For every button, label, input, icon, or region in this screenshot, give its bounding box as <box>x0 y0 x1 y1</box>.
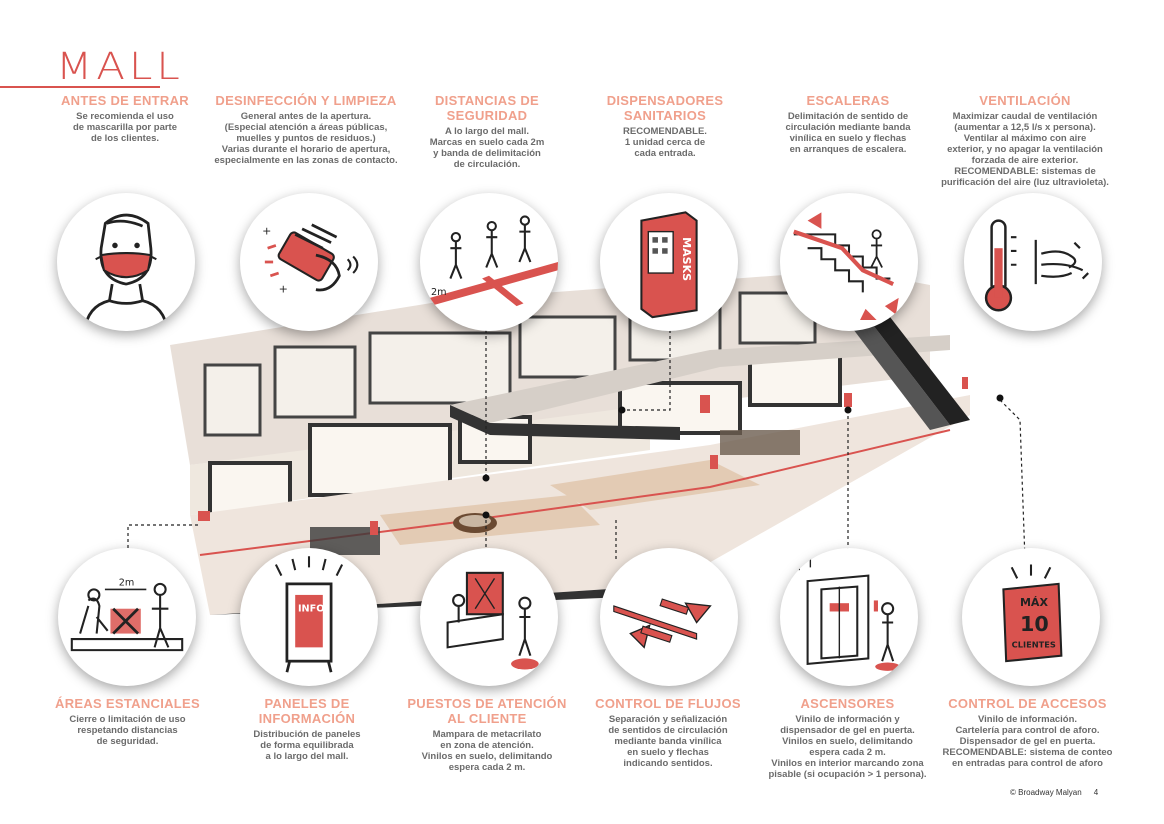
block-control-accesos: CONTROL DE ACCESOS Vinilo de información… <box>940 696 1115 769</box>
block-desinfeccion: DESINFECCIÓN Y LIMPIEZA General antes de… <box>200 93 412 166</box>
block-distancias: DISTANCIAS DE SEGURIDAD A lo largo del m… <box>412 93 562 170</box>
heading-ascensores: ASCENSORES <box>800 696 895 711</box>
svg-text:MÁX: MÁX <box>1020 596 1049 609</box>
block-paneles: PANELES DE INFORMACIÓN Distribución de p… <box>232 696 382 762</box>
thermometer-airflow-icon <box>964 193 1102 331</box>
text-ascensores: Vinilo de información y dispensador de g… <box>768 714 927 780</box>
elevator-icon <box>780 548 918 686</box>
credit: © Broadway Malyan <box>1010 788 1082 797</box>
service-desk-icon <box>420 548 558 686</box>
text-control-flujos: Separación y señalización de sentidos de… <box>608 714 728 769</box>
face-mask-icon <box>57 193 195 331</box>
block-puestos-atencion: PUESTOS DE ATENCIÓN AL CLIENTE Mampara d… <box>402 696 572 773</box>
text-desinfeccion: General antes de la apertura. (Especial … <box>214 111 398 166</box>
block-ventilacion: VENTILACIÓN Maximizar caudal de ventilac… <box>930 93 1120 188</box>
distance-people-icon: 2m <box>420 193 558 331</box>
capacity-sign-icon: MÁX 10 CLIENTES <box>962 548 1100 686</box>
heading-areas-estanciales: ÁREAS ESTANCIALES <box>55 696 200 711</box>
text-distancias: A lo largo del mall. Marcas en suelo cad… <box>429 126 545 170</box>
page-title: MALL <box>56 44 184 89</box>
block-dispensadores: DISPENSADORES SANITARIOS RECOMENDABLE. 1… <box>590 93 740 159</box>
svg-text:2m: 2m <box>119 577 135 588</box>
svg-text:2m: 2m <box>431 287 447 298</box>
block-control-flujos: CONTROL DE FLUJOS Separación y señalizac… <box>588 696 748 769</box>
page-number: 4 <box>1093 788 1099 797</box>
block-escaleras: ESCALERAS Delimitación de sentido de cir… <box>768 93 928 155</box>
title-underline <box>0 86 160 88</box>
footer: © Broadway Malyan 4 <box>1010 788 1098 797</box>
block-ascensores: ASCENSORES Vinilo de información y dispe… <box>760 696 935 780</box>
bench-distance-icon: 2m <box>58 548 196 686</box>
text-paneles: Distribución de paneles de forma equilib… <box>253 729 361 762</box>
svg-text:10: 10 <box>1020 612 1049 636</box>
heading-puestos-atencion: PUESTOS DE ATENCIÓN AL CLIENTE <box>407 696 567 726</box>
text-ventilacion: Maximizar caudal de ventilación (aumenta… <box>941 111 1109 188</box>
block-areas-estanciales: ÁREAS ESTANCIALES Cierre o limitación de… <box>50 696 205 747</box>
heading-escaleras: ESCALERAS <box>806 93 890 108</box>
heading-dispensadores: DISPENSADORES SANITARIOS <box>606 93 724 123</box>
svg-text:+: + <box>262 224 271 237</box>
cleaning-hand-icon: + + <box>240 193 378 331</box>
heading-paneles: PANELES DE INFORMACIÓN <box>258 696 356 726</box>
flow-arrows-icon <box>600 548 738 686</box>
svg-text:+: + <box>279 282 288 295</box>
heading-control-accesos: CONTROL DE ACCESOS <box>948 696 1107 711</box>
text-escaleras: Delimitación de sentido de circulación m… <box>785 111 911 155</box>
escalator-icon <box>780 193 918 331</box>
heading-distancias: DISTANCIAS DE SEGURIDAD <box>434 93 540 123</box>
heading-desinfeccion: DESINFECCIÓN Y LIMPIEZA <box>215 93 397 108</box>
text-dispensadores: RECOMENDABLE. 1 unidad cerca de cada ent… <box>623 126 707 159</box>
heading-ventilacion: VENTILACIÓN <box>979 93 1071 108</box>
svg-text:CLIENTES: CLIENTES <box>1012 639 1056 649</box>
block-antes-de-entrar: ANTES DE ENTRAR Se recomienda el uso de … <box>50 93 200 144</box>
text-antes-de-entrar: Se recomienda el uso de mascarilla por p… <box>72 111 178 144</box>
mall-illustration <box>150 255 980 615</box>
text-puestos-atencion: Mampara de metacrilato en zona de atenci… <box>421 729 553 773</box>
heading-control-flujos: CONTROL DE FLUJOS <box>595 696 741 711</box>
svg-text:MASKS: MASKS <box>680 237 693 281</box>
info-panel-icon: INFO <box>240 548 378 686</box>
svg-text:INFO: INFO <box>298 603 324 614</box>
text-areas-estanciales: Cierre o limitación de uso respetando di… <box>69 714 186 747</box>
mask-dispenser-icon: MASKS <box>600 193 738 331</box>
heading-antes-de-entrar: ANTES DE ENTRAR <box>60 93 189 108</box>
text-control-accesos: Vinilo de información. Cartelería para c… <box>942 714 1113 769</box>
